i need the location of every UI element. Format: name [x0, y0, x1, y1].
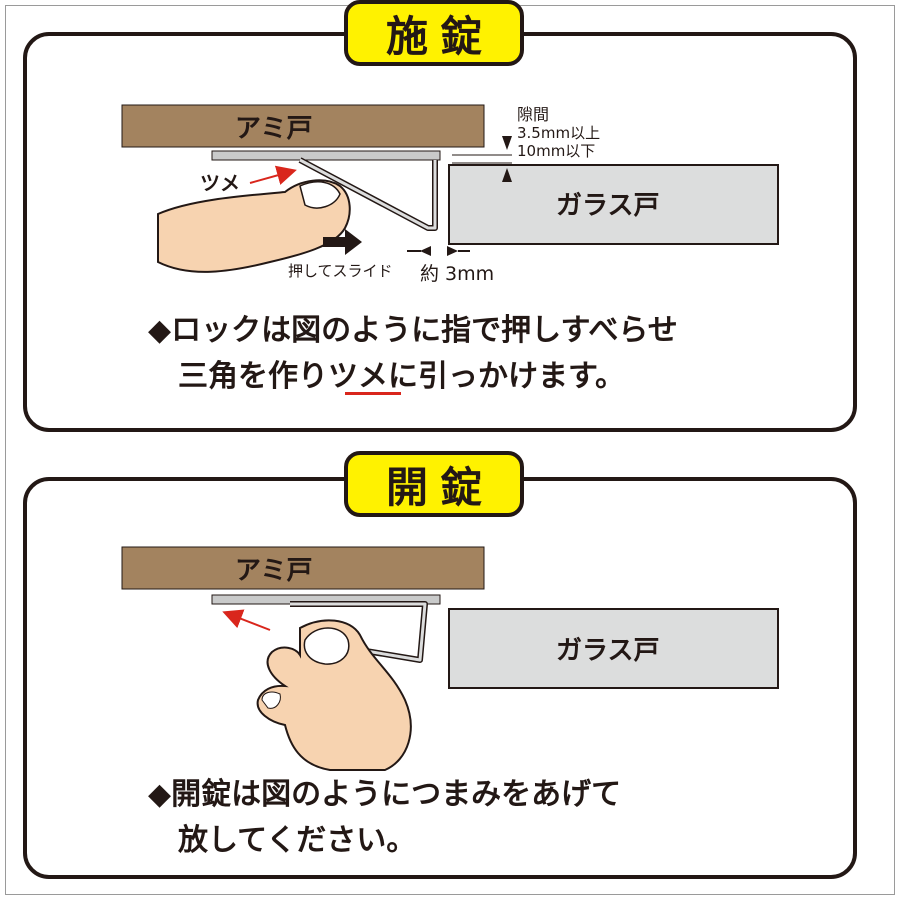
- gap-title: 隙間: [517, 105, 549, 124]
- lock-instruction-line2: 三角を作りツメに引っかけます。: [178, 359, 625, 394]
- unlock-title-badge: 開錠: [344, 451, 524, 517]
- unlock-title: 開錠: [385, 462, 494, 512]
- lock-pushing-finger: [157, 179, 351, 273]
- tab-label: ツメ: [200, 171, 240, 195]
- gap-arrow-up: [502, 168, 512, 182]
- lock-diagram: アミ戸 ガラス戸 隙間 3.5mm以上 10mm以下 約 3mm ツメ 押してス…: [121, 104, 779, 285]
- approx-3mm-label: 約 3mm: [420, 263, 494, 285]
- tab-emphasis-underline: [345, 392, 401, 395]
- unlock-instruction-line2: 放してください。: [178, 823, 417, 858]
- slide-direction-arrow: [323, 229, 362, 255]
- unlock-diagram: アミ戸 ガラス戸: [121, 546, 779, 771]
- unlock-screen-door-label: アミ戸: [235, 556, 312, 586]
- lock-screen-door: [121, 104, 485, 148]
- unlock-screen-door: [121, 546, 485, 590]
- unlock-instruction-line1: ◆開錠は図のようにつまみをあげて: [148, 777, 622, 812]
- lock-title-badge: 施錠: [344, 0, 524, 66]
- lock-instruction: ◆ロックは図のように指で押しすべらせ 三角を作りツメに引っかけます。: [148, 308, 848, 400]
- gap-arrow-down: [502, 136, 512, 150]
- unlock-release-arrow: [222, 609, 271, 631]
- gap-min: 3.5mm以上: [517, 124, 600, 142]
- unlock-pinching-hand: [256, 619, 412, 771]
- lock-instruction-line1: ◆ロックは図のように指で押しすべらせ: [148, 313, 678, 348]
- lock-title: 施錠: [385, 11, 494, 61]
- lock-glass-door-label: ガラス戸: [556, 191, 659, 221]
- gap-max: 10mm以下: [517, 142, 595, 160]
- lock-latch-rail: [211, 150, 441, 161]
- unlock-glass-door-label: ガラス戸: [556, 636, 659, 666]
- unlock-instruction: ◆開錠は図のようにつまみをあげて 放してください。: [148, 772, 848, 864]
- push-slide-label: 押してスライド: [288, 262, 393, 280]
- lock-screen-door-label: アミ戸: [235, 114, 312, 144]
- tab-pointer-arrow: [249, 165, 297, 185]
- unlock-glass-door: [448, 608, 779, 689]
